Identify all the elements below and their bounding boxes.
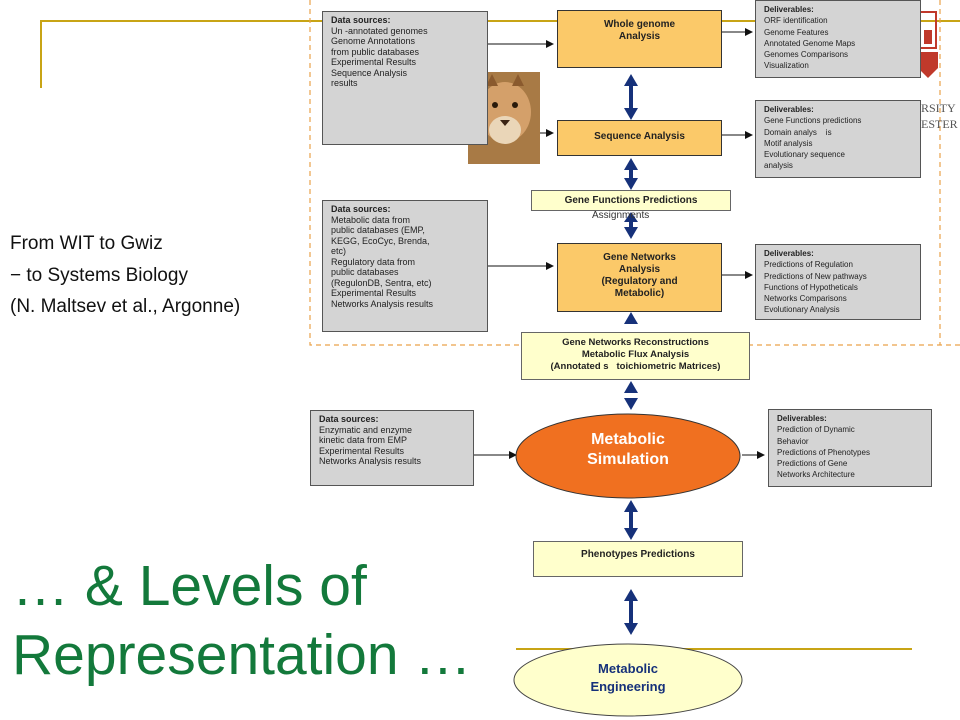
- data-sources-genome: Data sources: Un -annotated genomes Geno…: [322, 11, 488, 145]
- source-line: public databases (EMP,: [331, 225, 425, 235]
- stage-label: Metabolic: [598, 661, 658, 676]
- deliverable-line: Prediction of Dynamic: [777, 425, 855, 435]
- sources-heading: Data sources:: [331, 204, 391, 214]
- deliverable-line: Domain analys is: [764, 127, 832, 137]
- top-rule: [40, 20, 960, 22]
- logo-line-1: RSITY: [921, 101, 956, 115]
- deliverable-line: Evolutionary Analysis: [764, 305, 840, 315]
- stage-reconstructions: Gene Networks Reconstructions Metabolic …: [521, 332, 750, 380]
- source-line: from public databases: [331, 46, 420, 57]
- vertical-arrows: [624, 74, 638, 635]
- logo-text: RSITY ESTER: [921, 100, 960, 132]
- stage-label: (Annotated s toichiometric Matrices): [550, 361, 721, 372]
- deliverable-line: Networks Comparisons: [764, 294, 847, 304]
- stage-label: Sequence Analysis: [594, 131, 685, 142]
- stage-label: Analysis: [618, 264, 661, 275]
- university-crest-fragment: [918, 11, 938, 78]
- deliverables-heading: Deliverables:: [764, 105, 814, 114]
- source-line: Un -annotated genomes: [331, 25, 428, 36]
- source-line: Experimental Results: [319, 445, 405, 456]
- stage-label: Analysis: [618, 31, 661, 42]
- deliverable-line: Predictions of Phenotypes: [777, 447, 870, 457]
- source-line: Sequence Analysis: [331, 67, 408, 78]
- stage-sequence-analysis: Sequence Analysis: [557, 120, 722, 156]
- deliverable-line: ORF identification: [764, 16, 828, 26]
- deliverable-line: Gene Functions predictions: [764, 116, 862, 126]
- deliverable-line: Annotated Genome Maps: [764, 38, 856, 48]
- source-line: KEGG, EcoCyc, Brenda,: [331, 235, 430, 246]
- sources-heading: Data sources:: [331, 15, 391, 25]
- stage-label: Whole genome: [603, 19, 676, 30]
- logo-line-2: ESTER: [921, 117, 958, 131]
- stage-gene-functions: Gene Functions Predictions: [531, 190, 731, 211]
- attribution-line-2: − to Systems Biology: [10, 264, 188, 286]
- source-line: Metabolic data from: [331, 214, 411, 225]
- deliverable-line: Networks Architecture: [777, 470, 855, 480]
- engineering-oval: [513, 643, 743, 717]
- source-line: Experimental Results: [331, 57, 417, 67]
- source-line: public databases: [331, 267, 399, 277]
- cougar-photo: [468, 72, 540, 164]
- stage-label: Simulation: [587, 451, 669, 468]
- attribution-text: From WIT to Gwiz − to Systems Biology (N…: [10, 228, 310, 323]
- stage-label: Gene Networks Reconstructions: [562, 337, 709, 348]
- deliverables-simulation: Deliverables: Prediction of Dynamic Beha…: [768, 409, 932, 487]
- title-line-2: Representation …: [12, 623, 472, 687]
- deliverable-line: Motif analysis: [764, 138, 813, 148]
- stage-gene-networks: Gene Networks Analysis (Regulatory and M…: [557, 243, 722, 312]
- title-line-1: … & Levels of: [12, 554, 367, 618]
- attribution-line-1: From WIT to Gwiz: [10, 233, 163, 254]
- deliverables-heading: Deliverables:: [777, 414, 827, 423]
- stage-simulation-label: Metabolic Simulation: [536, 430, 720, 470]
- deliverable-line: analysis: [764, 161, 793, 171]
- stage-label: (Regulatory and: [601, 276, 678, 287]
- stage-label: Metabolic: [591, 431, 665, 448]
- data-sources-simulation: Data sources: Enzymatic and enzyme kinet…: [310, 410, 474, 486]
- deliverable-line: Predictions of Gene: [777, 459, 848, 469]
- stage-label: Engineering: [590, 679, 666, 694]
- source-line: results: [331, 78, 358, 88]
- source-line: Genome Annotations: [331, 36, 416, 46]
- source-line: etc): [331, 246, 347, 256]
- data-sources-networks: Data sources: Metabolic data from public…: [322, 200, 488, 332]
- deliverables-genome: Deliverables: ORF identification Genome …: [755, 0, 921, 78]
- assignments-label: Assignments: [592, 210, 650, 221]
- source-line: (RegulonDB, Sentra, etc): [331, 277, 432, 288]
- source-line: kinetic data from EMP: [319, 435, 408, 445]
- deliverable-line: Behavior: [777, 436, 809, 446]
- deliverable-line: Genomes Comparisons: [764, 50, 849, 60]
- deliverable-line: Visualization: [764, 61, 809, 71]
- deliverable-line: Functions of Hypotheticals: [764, 282, 858, 292]
- slide-title: … & Levels of Representation …: [12, 552, 512, 690]
- simulation-oval: [515, 413, 741, 499]
- source-line: Enzymatic and enzyme: [319, 424, 413, 435]
- deliverables-sequence: Deliverables: Gene Functions predictions…: [755, 100, 921, 178]
- sources-heading: Data sources:: [319, 414, 379, 424]
- stage-phenotypes: Phenotypes Predictions: [533, 541, 743, 577]
- deliverable-line: Genome Features: [764, 27, 829, 37]
- left-rule-stub: [40, 20, 42, 88]
- source-line: Experimental Results: [331, 288, 417, 298]
- source-line: Networks Analysis results: [319, 456, 422, 466]
- stage-engineering-label: Metabolic Engineering: [540, 660, 716, 696]
- stage-label: Metabolic Flux Analysis: [581, 349, 690, 360]
- deliverable-line: Evolutionary sequence: [764, 150, 845, 160]
- deliverable-line: Predictions of New pathways: [764, 271, 867, 281]
- stage-whole-genome: Whole genome Analysis: [557, 10, 722, 68]
- stage-label: Phenotypes Predictions: [581, 549, 695, 560]
- deliverables-heading: Deliverables:: [764, 5, 814, 14]
- deliverables-heading: Deliverables:: [764, 249, 814, 258]
- stage-label: Metabolic): [614, 288, 665, 299]
- deliverable-line: Predictions of Regulation: [764, 260, 853, 270]
- deliverables-networks: Deliverables: Predictions of Regulation …: [755, 244, 921, 320]
- bottom-rule: [516, 648, 912, 650]
- stage-label: Gene Networks: [603, 252, 676, 263]
- stage-label: Gene Functions Predictions: [564, 195, 698, 206]
- source-line: Regulatory data from: [331, 256, 416, 267]
- source-line: Networks Analysis results: [331, 298, 434, 309]
- attribution-line-3: (N. Maltsev et al., Argonne): [10, 296, 241, 317]
